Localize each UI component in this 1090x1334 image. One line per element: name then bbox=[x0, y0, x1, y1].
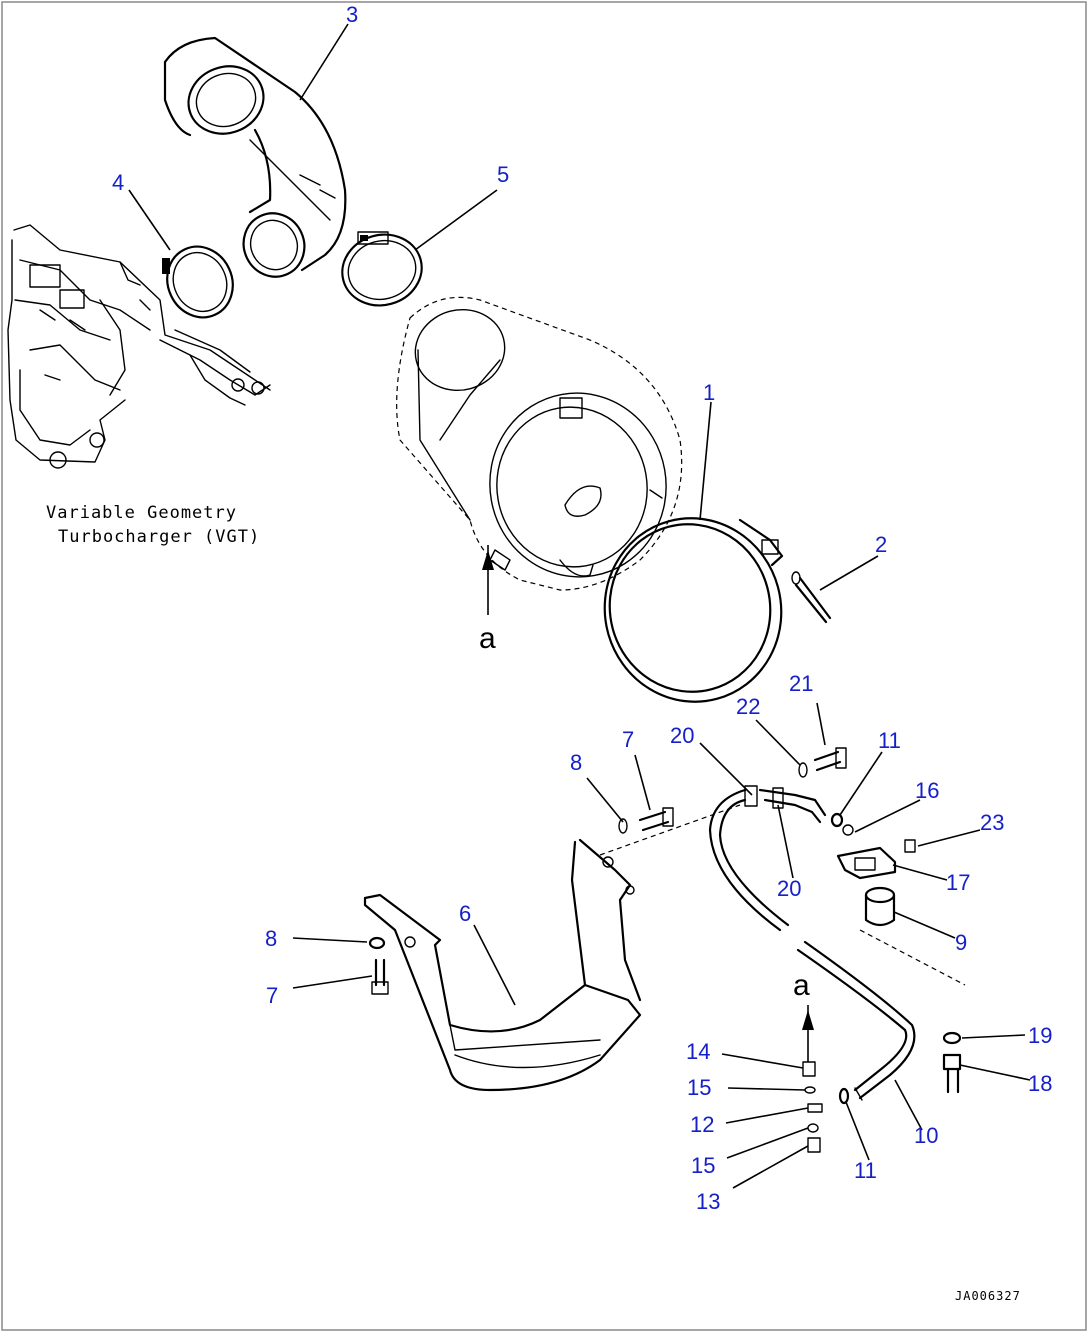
alignment-line-6 bbox=[599, 804, 741, 856]
vgt-label-line1: Variable Geometry bbox=[46, 503, 237, 523]
view-a-label-upper: a bbox=[479, 622, 496, 655]
callout-13: 13 bbox=[696, 1189, 720, 1214]
band-1-drawing bbox=[603, 517, 784, 703]
callout-7-upper: 7 bbox=[622, 727, 634, 752]
callout-18: 18 bbox=[1028, 1071, 1052, 1096]
callout-9: 9 bbox=[955, 930, 967, 955]
clamp-4-drawing bbox=[162, 245, 234, 319]
callout-3: 3 bbox=[346, 2, 358, 27]
callout-19: 19 bbox=[1028, 1023, 1052, 1048]
callout-22: 22 bbox=[736, 694, 760, 719]
intake-elbow-drawing bbox=[163, 36, 347, 278]
callout-23: 23 bbox=[980, 810, 1004, 835]
hardware-drawing bbox=[368, 747, 962, 1153]
callout-17: 17 bbox=[946, 870, 970, 895]
callout-20-upper: 20 bbox=[670, 723, 694, 748]
view-a-arrow-lower bbox=[802, 1005, 814, 1062]
callout-2: 2 bbox=[875, 532, 887, 557]
callout-12: 12 bbox=[690, 1112, 714, 1137]
callout-21: 21 bbox=[789, 671, 813, 696]
callout-11-lower: 11 bbox=[854, 1158, 877, 1183]
hose-10-drawing bbox=[796, 940, 916, 1101]
clamp-5-drawing bbox=[341, 231, 423, 307]
bracket-6-drawing bbox=[363, 838, 642, 1092]
vgt-turbocharger-drawing bbox=[7, 224, 271, 469]
callout-1: 1 bbox=[703, 380, 715, 405]
callout-15-upper: 15 bbox=[687, 1075, 711, 1100]
callout-16: 16 bbox=[915, 778, 939, 803]
leader-lines bbox=[128, 23, 1031, 1189]
callout-8-lower: 8 bbox=[265, 926, 277, 951]
view-a-label-lower: a bbox=[793, 969, 810, 1002]
callout-11-upper: 11 bbox=[878, 728, 901, 753]
callout-10: 10 bbox=[914, 1123, 938, 1148]
view-a-arrow-upper bbox=[482, 545, 494, 615]
alignment-line-9 bbox=[859, 929, 966, 986]
callout-5: 5 bbox=[497, 162, 509, 187]
hose-20-drawing bbox=[708, 785, 827, 932]
bolt-2-drawing bbox=[791, 571, 832, 624]
callout-6: 6 bbox=[459, 901, 471, 926]
callout-4: 4 bbox=[112, 170, 124, 195]
drawing-code: JA006327 bbox=[955, 1289, 1021, 1303]
callout-14: 14 bbox=[686, 1039, 710, 1064]
callout-8-upper: 8 bbox=[570, 750, 582, 775]
callout-7-lower: 7 bbox=[266, 983, 278, 1008]
callout-15-lower: 15 bbox=[691, 1153, 715, 1178]
vgt-label-line2: Turbocharger (VGT) bbox=[58, 527, 260, 547]
callout-20-lower: 20 bbox=[777, 876, 801, 901]
air-cleaner-drawing bbox=[396, 296, 683, 591]
